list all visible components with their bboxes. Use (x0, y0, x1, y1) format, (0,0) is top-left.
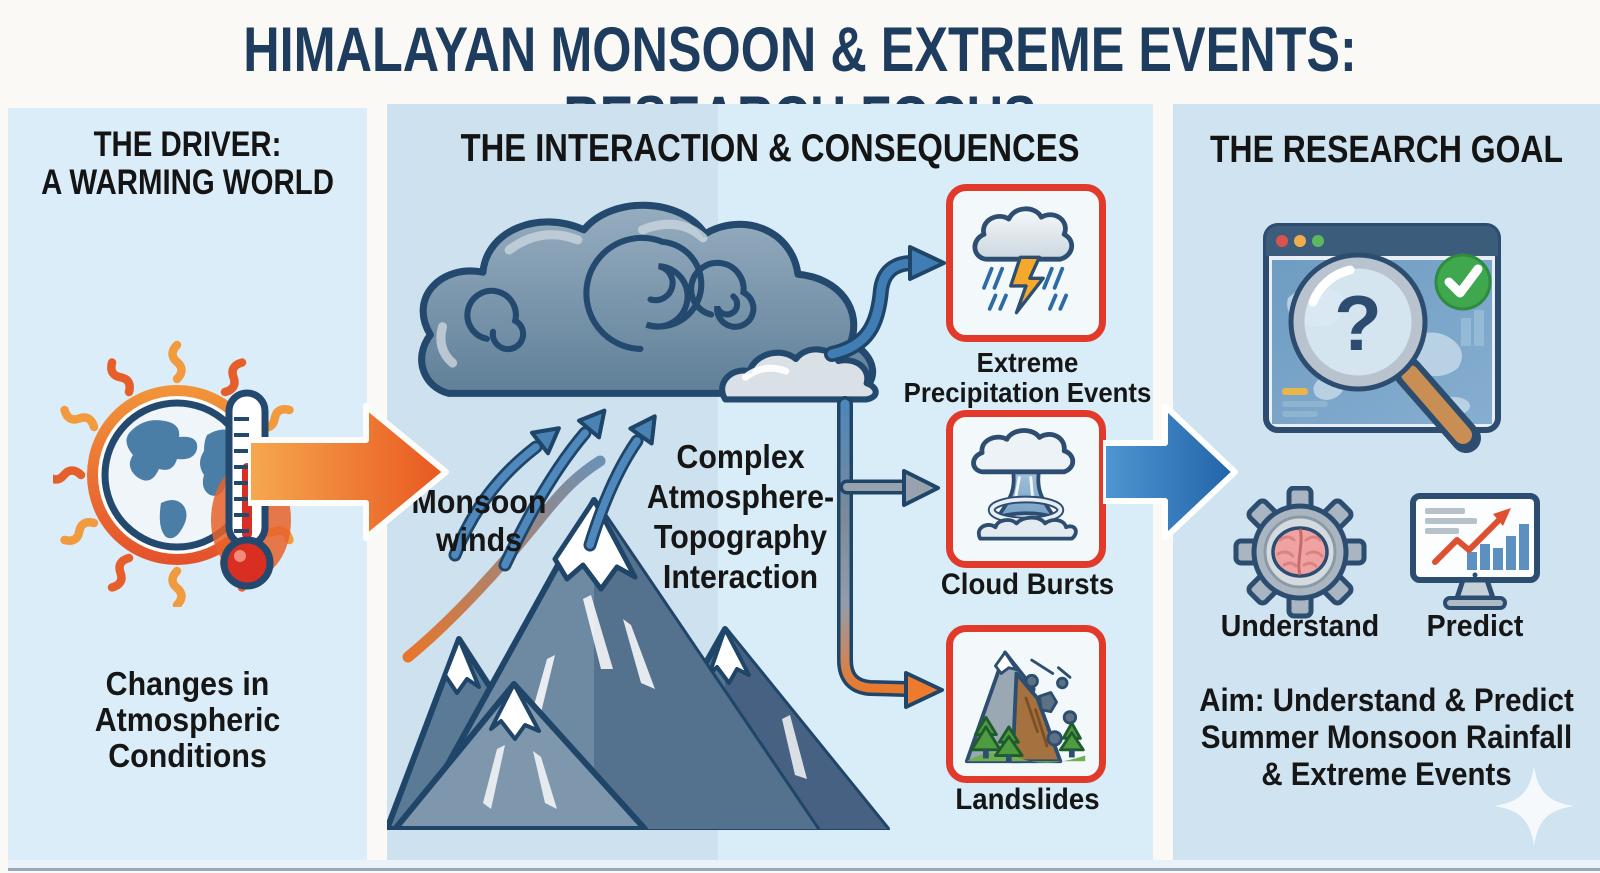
bottom-band (8, 860, 1600, 868)
driver-header-line1: THE DRIVER: (93, 125, 282, 164)
light-cloud-lobe (719, 346, 879, 403)
landslide-icon (964, 650, 1086, 764)
magnifier-question-glyph: ? (1334, 279, 1382, 367)
driver-caption-line3: Conditions (108, 737, 267, 774)
window-dot-red (1276, 235, 1288, 247)
interaction-header: THE INTERACTION & CONSEQUENCES (460, 127, 1080, 170)
lightning-bolt (1009, 255, 1045, 315)
green-check-icon (1434, 253, 1492, 311)
driver-caption-line2: Atmospheric (94, 701, 281, 738)
orange-right-arrow (248, 403, 449, 541)
blue-right-arrow (1103, 403, 1238, 541)
blue-arrowhead (908, 245, 946, 281)
warming-globe-thermometer-icon (53, 340, 305, 607)
himalayan-mountains-icon (387, 497, 890, 830)
driver-caption: Changes in Atmospheric Conditions (22, 666, 352, 774)
thermometer-icon (220, 389, 274, 590)
storm-clouds-icon (418, 201, 879, 403)
window-dot-green (1312, 235, 1324, 247)
cloudburst-icon (971, 428, 1078, 541)
cloud-bursts-label: Cloud Bursts (940, 568, 1115, 601)
landslides-box (946, 625, 1106, 783)
map-magnifier-window-icon: ? (1263, 223, 1501, 453)
aim-statement: Aim: Understand & Predict Summer Monsoon… (1199, 682, 1574, 792)
monsoon-winds-label: Monsoon winds (411, 483, 547, 558)
research-goal-header: THE RESEARCH GOAL (1210, 129, 1563, 171)
bottom-edge-line (8, 868, 1600, 871)
cloud-swirls (464, 234, 757, 353)
predict-label: Predict (1426, 608, 1524, 643)
sparkle-icon (1494, 766, 1574, 846)
pine-trees (970, 715, 1085, 763)
window-dot-yellow (1294, 235, 1306, 247)
magnifier-icon: ? (1288, 252, 1481, 453)
trend-arrow (1432, 517, 1502, 565)
driver-header: THE DRIVER: A WARMING WORLD (37, 126, 339, 202)
extreme-precipitation-box (946, 184, 1106, 342)
driver-header-line2: A WARMING WORLD (41, 162, 334, 202)
cloud-bursts-box (946, 410, 1106, 568)
interaction-label: Complex Atmosphere- Topography Interacti… (646, 438, 835, 595)
window-title-bar (1266, 226, 1498, 256)
gear-brain-icon (1233, 486, 1367, 619)
landslides-label: Landslides (955, 783, 1100, 816)
understand-label: Understand (1220, 608, 1380, 643)
monitor-chart-icon (1410, 493, 1540, 610)
bar-chart (1467, 524, 1529, 570)
extreme-precipitation-label: Extreme Precipitation Events (903, 347, 1152, 408)
monsoon-wind-arrows-icon (402, 408, 657, 663)
gray-arrowhead (902, 469, 940, 507)
consequence-connectors (824, 245, 946, 709)
driver-caption-line1: Changes in (105, 665, 270, 702)
storm-rain-lightning-icon (972, 206, 1074, 315)
brain-icon (1271, 526, 1329, 578)
orange-arrowhead (904, 671, 944, 709)
